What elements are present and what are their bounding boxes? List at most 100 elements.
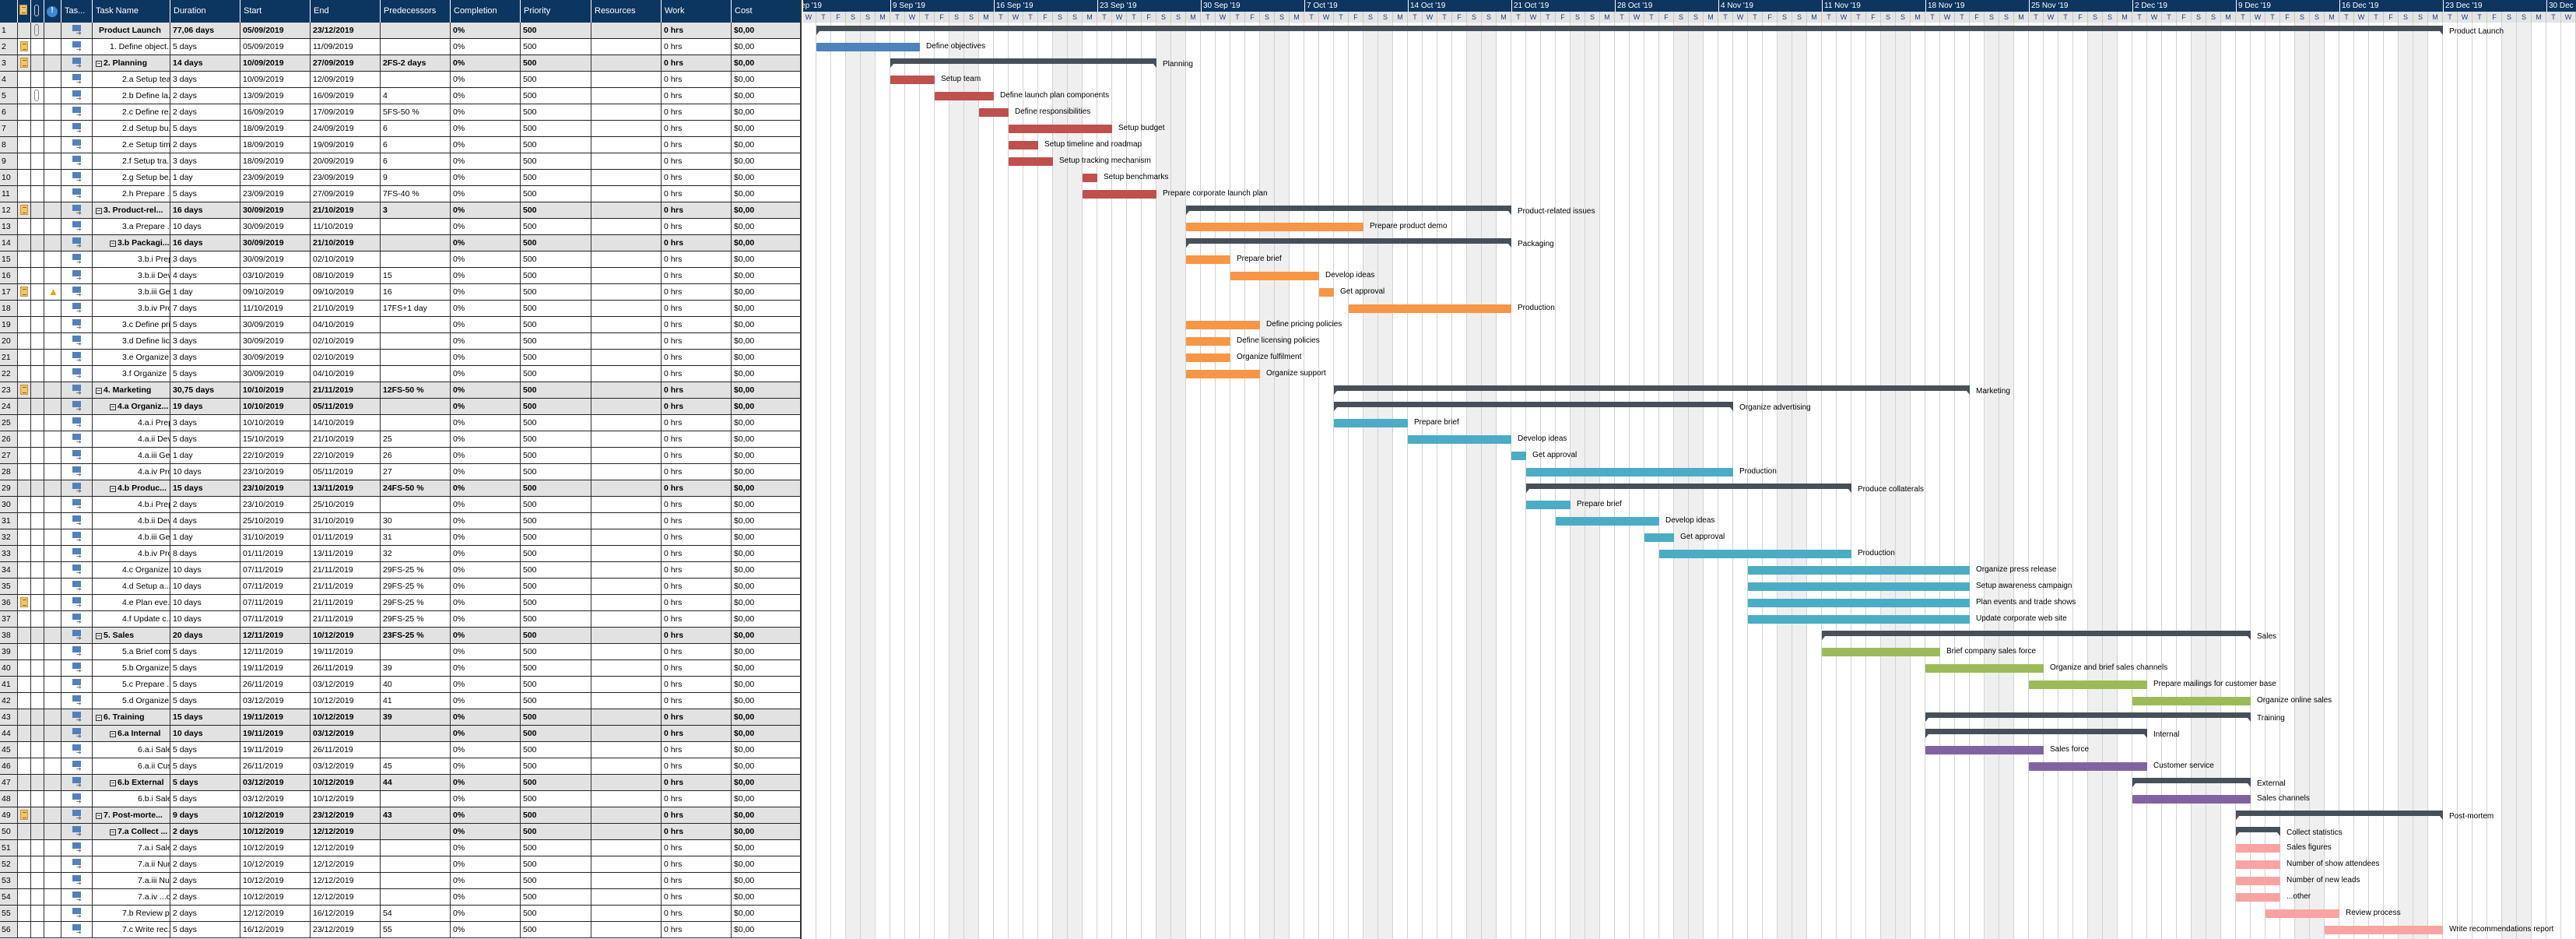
start-cell[interactable]: 13/09/2019 bbox=[240, 88, 311, 104]
cost-cell[interactable]: $0,00 bbox=[732, 399, 800, 414]
duration-cell[interactable]: 3 days bbox=[170, 333, 240, 349]
start-cell[interactable]: 10/12/2019 bbox=[240, 840, 311, 856]
duration-cell[interactable]: 20 days bbox=[170, 628, 240, 643]
end-cell[interactable]: 14/10/2019 bbox=[311, 415, 381, 431]
cost-cell[interactable]: $0,00 bbox=[732, 824, 800, 839]
table-row[interactable]: 425.d Organize...5 days03/12/201910/12/2… bbox=[0, 693, 800, 709]
col-header-completion[interactable]: Completion bbox=[451, 0, 521, 23]
priority-cell[interactable]: 500 bbox=[521, 628, 591, 643]
work-cell[interactable]: 0 hrs bbox=[662, 202, 732, 218]
task-mode-cell[interactable] bbox=[61, 186, 93, 202]
task-bar[interactable] bbox=[1083, 174, 1097, 182]
completion-cell[interactable]: 0% bbox=[451, 807, 521, 823]
resources-cell[interactable] bbox=[591, 219, 662, 234]
cost-cell[interactable]: $0,00 bbox=[732, 497, 800, 512]
pred-cell[interactable] bbox=[381, 350, 451, 365]
end-cell[interactable]: 23/12/2019 bbox=[311, 922, 381, 937]
duration-cell[interactable]: 3 days bbox=[170, 415, 240, 431]
task-mode-cell[interactable] bbox=[61, 153, 93, 169]
summary-bar[interactable] bbox=[1334, 385, 1970, 395]
task-name-cell[interactable]: 3.d Define lic... bbox=[93, 333, 170, 349]
collapse-toggle[interactable]: − bbox=[96, 60, 102, 67]
work-cell[interactable]: 0 hrs bbox=[662, 23, 732, 38]
task-bar[interactable] bbox=[1009, 141, 1038, 149]
table-row[interactable]: 112.h Prepare ...5 days23/09/201927/09/2… bbox=[0, 186, 800, 202]
note-icon[interactable] bbox=[20, 58, 28, 68]
task-mode-cell[interactable] bbox=[61, 595, 93, 610]
table-row[interactable]: 314.b.ii Devel...4 days25/10/201931/10/2… bbox=[0, 513, 800, 529]
cost-cell[interactable]: $0,00 bbox=[732, 546, 800, 561]
row-number[interactable]: 8 bbox=[0, 137, 18, 153]
start-cell[interactable]: 10/12/2019 bbox=[240, 873, 311, 888]
cost-cell[interactable]: $0,00 bbox=[732, 153, 800, 169]
resources-cell[interactable] bbox=[591, 644, 662, 659]
start-cell[interactable]: 30/09/2019 bbox=[240, 202, 311, 218]
end-cell[interactable]: 12/12/2019 bbox=[311, 889, 381, 905]
completion-cell[interactable]: 0% bbox=[451, 366, 521, 382]
task-mode-cell[interactable] bbox=[61, 317, 93, 332]
priority-cell[interactable]: 500 bbox=[521, 350, 591, 365]
end-cell[interactable]: 02/10/2019 bbox=[311, 333, 381, 349]
cost-cell[interactable]: $0,00 bbox=[732, 660, 800, 676]
resources-cell[interactable] bbox=[591, 726, 662, 741]
row-number[interactable]: 40 bbox=[0, 660, 18, 676]
duration-cell[interactable]: 2 days bbox=[170, 906, 240, 921]
row-number[interactable]: 49 bbox=[0, 807, 18, 823]
priority-cell[interactable]: 500 bbox=[521, 791, 591, 807]
pred-cell[interactable]: 54 bbox=[381, 906, 451, 921]
table-row[interactable]: 466.a.ii Cust...5 days26/11/201903/12/20… bbox=[0, 758, 800, 775]
task-mode-cell[interactable] bbox=[61, 644, 93, 659]
pred-cell[interactable]: 31 bbox=[381, 529, 451, 545]
duration-cell[interactable]: 10 days bbox=[170, 464, 240, 480]
row-number[interactable]: 12 bbox=[0, 202, 18, 218]
completion-cell[interactable]: 0% bbox=[451, 399, 521, 414]
work-cell[interactable]: 0 hrs bbox=[662, 480, 732, 496]
table-row[interactable]: 21. Define object...5 days05/09/201911/0… bbox=[0, 39, 800, 55]
start-cell[interactable]: 12/11/2019 bbox=[240, 628, 311, 643]
table-row[interactable]: 203.d Define lic...3 days30/09/201902/10… bbox=[0, 333, 800, 350]
resources-cell[interactable] bbox=[591, 415, 662, 431]
col-header-work[interactable]: Work bbox=[662, 0, 732, 23]
priority-cell[interactable]: 500 bbox=[521, 415, 591, 431]
pred-cell[interactable]: 41 bbox=[381, 693, 451, 709]
cost-cell[interactable]: $0,00 bbox=[732, 366, 800, 382]
collapse-toggle[interactable]: − bbox=[110, 403, 116, 410]
collapse-toggle[interactable]: − bbox=[110, 485, 116, 492]
resources-cell[interactable] bbox=[591, 906, 662, 921]
completion-cell[interactable]: 0% bbox=[451, 480, 521, 496]
cost-cell[interactable]: $0,00 bbox=[732, 611, 800, 627]
start-cell[interactable]: 07/11/2019 bbox=[240, 611, 311, 627]
start-cell[interactable]: 10/10/2019 bbox=[240, 415, 311, 431]
start-cell[interactable]: 07/11/2019 bbox=[240, 562, 311, 578]
pred-cell[interactable]: 12FS-50 % bbox=[381, 382, 451, 398]
pred-cell[interactable]: 27 bbox=[381, 464, 451, 480]
start-cell[interactable]: 10/12/2019 bbox=[240, 824, 311, 839]
priority-cell[interactable]: 500 bbox=[521, 464, 591, 480]
task-name-cell[interactable]: 1. Define object... bbox=[93, 39, 170, 55]
priority-cell[interactable]: 500 bbox=[521, 55, 591, 71]
task-name-cell[interactable]: 5.d Organize... bbox=[93, 693, 170, 709]
cost-cell[interactable]: $0,00 bbox=[732, 579, 800, 594]
duration-cell[interactable]: 15 days bbox=[170, 480, 240, 496]
task-mode-cell[interactable] bbox=[61, 742, 93, 758]
completion-cell[interactable]: 0% bbox=[451, 497, 521, 512]
cost-cell[interactable]: $0,00 bbox=[732, 121, 800, 136]
duration-cell[interactable]: 5 days bbox=[170, 677, 240, 692]
duration-cell[interactable]: 5 days bbox=[170, 742, 240, 758]
start-cell[interactable]: 23/10/2019 bbox=[240, 480, 311, 496]
duration-cell[interactable]: 5 days bbox=[170, 431, 240, 447]
work-cell[interactable]: 0 hrs bbox=[662, 431, 732, 447]
row-number[interactable]: 33 bbox=[0, 546, 18, 561]
collapse-toggle[interactable]: − bbox=[96, 207, 102, 214]
priority-cell[interactable]: 500 bbox=[521, 431, 591, 447]
duration-cell[interactable]: 77,06 days bbox=[170, 23, 240, 38]
start-cell[interactable]: 09/10/2019 bbox=[240, 284, 311, 300]
collapse-toggle[interactable]: − bbox=[110, 828, 116, 835]
task-bar[interactable] bbox=[2236, 877, 2280, 885]
work-cell[interactable]: 0 hrs bbox=[662, 579, 732, 594]
resources-cell[interactable] bbox=[591, 758, 662, 774]
pred-cell[interactable] bbox=[381, 235, 451, 251]
collapse-toggle[interactable]: − bbox=[110, 779, 116, 786]
priority-cell[interactable]: 500 bbox=[521, 235, 591, 251]
duration-cell[interactable]: 8 days bbox=[170, 546, 240, 561]
